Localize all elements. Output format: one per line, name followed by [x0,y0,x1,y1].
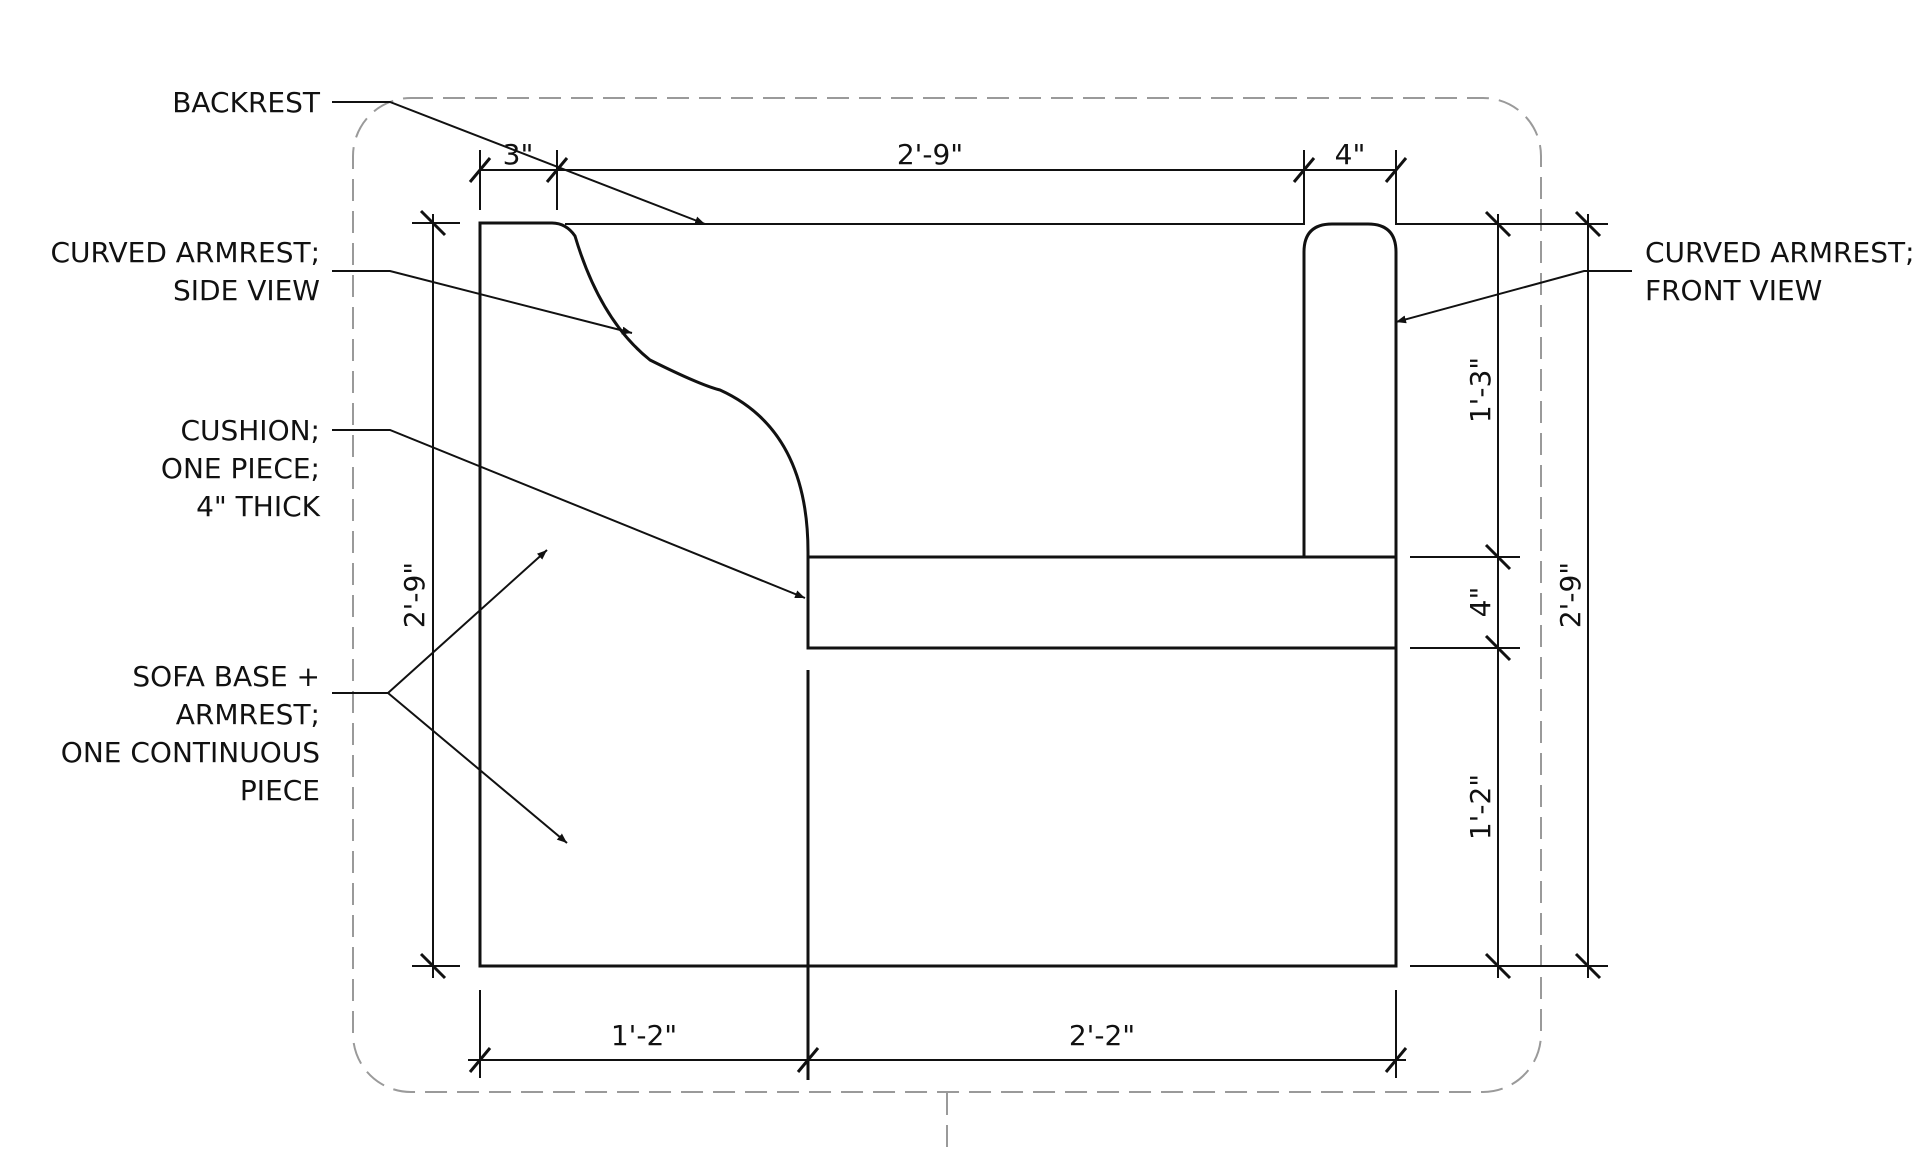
dimension-left-height: 2'-9" [398,562,431,628]
annotation-cushion-line-3: 4" THICK [196,490,321,523]
annotation-cushion-line-1: CUSHION; [180,414,320,447]
cushion [806,555,1398,650]
top-dimension-chain: 3" 2'-9" 4" [468,138,1408,225]
dimension-top-left: 3" [503,138,534,171]
dimension-top-middle: 2'-9" [897,138,963,171]
left-dimension: 2'-9" [398,209,460,980]
right-overall-dimension: 2'-9" [1554,210,1602,980]
annotation-armrest-front-line-2: FRONT VIEW [1645,274,1822,307]
annotation-sofa-base-line-2: ARMREST; [176,698,320,731]
dimension-right-upper: 1'-3" [1464,357,1497,423]
leader-sofa-base-upper [332,549,548,694]
annotation-cushion-line-2: ONE PIECE; [161,452,320,485]
annotation-backrest: BACKREST [172,86,321,119]
right-dimension-chain: 1'-3" 4" 1'-2" [1396,210,1608,980]
dimension-right-overall: 2'-9" [1554,562,1587,628]
bottom-dimension-chain: 1'-2" 2'-2" [468,990,1408,1078]
viewport-frame [352,97,1542,1093]
annotation-armrest-front-line-1: CURVED ARMREST; [1645,236,1915,269]
annotation-armrest-front: CURVED ARMREST; FRONT VIEW [1645,236,1915,307]
leader-backrest [332,101,706,225]
annotation-armrest-side-line-1: CURVED ARMREST; [51,236,321,269]
dimension-top-right: 4" [1335,138,1366,171]
dimension-bottom-left: 1'-2" [611,1019,677,1052]
annotation-armrest-side: CURVED ARMREST; SIDE VIEW [51,236,321,307]
annotation-backrest-line-1: BACKREST [172,86,321,119]
annotation-sofa-base: SOFA BASE + ARMREST; ONE CONTINUOUS PIEC… [61,660,320,807]
annotation-sofa-base-line-3: ONE CONTINUOUS [61,736,320,769]
annotation-sofa-base-line-1: SOFA BASE + [132,660,320,693]
leader-sofa-base-lower [387,692,568,844]
leader-armrest-side [332,270,633,335]
annotation-sofa-base-line-4: PIECE [240,774,320,807]
annotation-armrest-side-line-2: SIDE VIEW [173,274,320,307]
leader-armrest-front [1395,270,1632,324]
dimension-right-cushion: 4" [1464,587,1497,618]
sofa-base-armrest [478,221,1398,968]
dimension-right-lower: 1'-2" [1464,774,1497,840]
armrest-front-view [1302,222,1398,559]
dimension-bottom-right: 2'-2" [1069,1019,1135,1052]
leader-cushion [332,429,806,599]
annotation-cushion: CUSHION; ONE PIECE; 4" THICK [161,414,321,523]
